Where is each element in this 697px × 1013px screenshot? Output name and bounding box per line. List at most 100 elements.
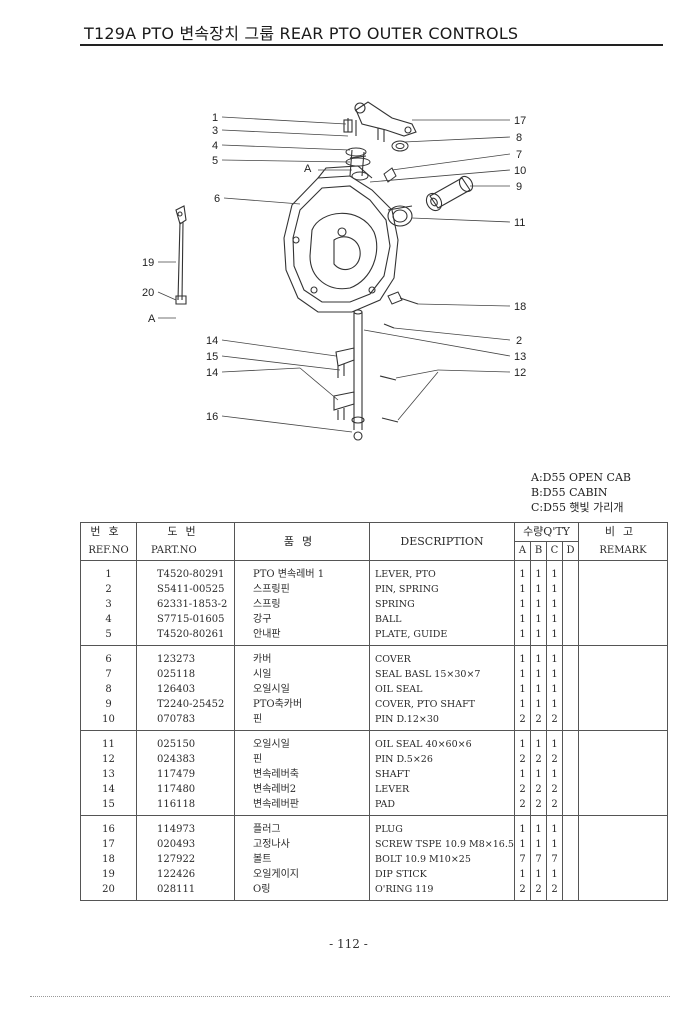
qty-c-cell: 1 <box>546 645 563 667</box>
part-no-cell: 62331-1853-2 <box>136 597 235 612</box>
qty-d-cell <box>561 560 580 582</box>
remark-cell <box>578 730 669 752</box>
part-name-ko-cell: 오일시일 <box>234 730 370 752</box>
qty-col-d: D <box>561 541 580 561</box>
qty-b-cell: 1 <box>530 560 547 582</box>
remark-cell <box>578 782 669 797</box>
part-name-ko-cell: 오일게이지 <box>234 867 370 882</box>
qty-a-cell: 1 <box>514 815 531 837</box>
ref-no-cell: 12 <box>80 752 137 767</box>
qty-b-cell: 1 <box>530 697 547 712</box>
description-cell: DIP STICK <box>369 867 515 882</box>
part-no-cell: 114973 <box>136 815 235 837</box>
callout-label: 4 <box>212 140 218 152</box>
part-name-ko-cell: 안내판 <box>234 627 370 646</box>
part-no-cell: 070783 <box>136 712 235 731</box>
callout-label: 16 <box>206 411 218 423</box>
part-name-ko-cell: 강구 <box>234 612 370 627</box>
parts-table: 번호 도번 품명 DESCRIPTION 수량Q'TY 비고 REF.NO PA… <box>80 522 669 901</box>
qty-c-cell: 1 <box>546 560 563 582</box>
remark-header-en: REMARK <box>578 541 669 561</box>
remark-cell <box>578 645 669 667</box>
qty-c-cell: 2 <box>546 797 563 816</box>
ref-no-cell: 2 <box>80 582 137 597</box>
callout-label: 19 <box>142 257 154 269</box>
part-no-cell: 123273 <box>136 645 235 667</box>
remark-cell <box>578 697 669 712</box>
qty-a-cell: 1 <box>514 612 531 627</box>
remark-cell <box>578 627 669 646</box>
ref-no-cell: 11 <box>80 730 137 752</box>
legend-item: C:D55 햇빛 가리개 <box>531 501 624 514</box>
callout-label: 11 <box>514 217 525 229</box>
part-name-ko-cell: 플러그 <box>234 815 370 837</box>
qty-a-cell: 1 <box>514 837 531 852</box>
qty-b-cell: 1 <box>530 645 547 667</box>
callout-label: 17 <box>514 115 526 127</box>
qty-b-cell: 2 <box>530 882 547 901</box>
description-cell: PLUG <box>369 815 515 837</box>
description-cell: PIN, SPRING <box>369 582 515 597</box>
qty-c-cell: 2 <box>546 712 563 731</box>
legend-item: A:D55 OPEN CAB <box>531 471 631 484</box>
qty-d-cell <box>561 837 580 852</box>
qty-b-cell: 2 <box>530 752 547 767</box>
qty-d-cell <box>561 797 580 816</box>
callout-label: 18 <box>514 301 526 313</box>
qty-a-cell: 1 <box>514 767 531 782</box>
description-cell: PIN D.12×30 <box>369 712 515 731</box>
remark-cell <box>578 712 669 731</box>
callout-label: 20 <box>142 287 154 299</box>
remark-cell <box>578 582 669 597</box>
dipstick-drawing <box>175 205 187 305</box>
qty-b-cell: 1 <box>530 597 547 612</box>
remark-cell <box>578 752 669 767</box>
part-name-ko-cell: 핀 <box>234 712 370 731</box>
part-no-cell: 025118 <box>136 667 235 682</box>
ref-no-cell: 4 <box>80 612 137 627</box>
callout-label: 2 <box>516 335 522 347</box>
qty-a-cell: 7 <box>514 852 531 867</box>
part-name-ko-cell: 변속레버판 <box>234 797 370 816</box>
scan-footer-line <box>30 996 670 1000</box>
part-name-ko-cell: 변속레버2 <box>234 782 370 797</box>
description-cell: SEAL BASL 15×30×7 <box>369 667 515 682</box>
qty-a-cell: 1 <box>514 627 531 646</box>
description-cell: PLATE, GUIDE <box>369 627 515 646</box>
qty-b-cell: 1 <box>530 627 547 646</box>
qty-a-cell: 1 <box>514 697 531 712</box>
housing-cover-drawing <box>283 149 399 313</box>
qty-d-cell <box>561 667 580 682</box>
qty-b-cell: 1 <box>530 815 547 837</box>
qty-a-cell: 2 <box>514 882 531 901</box>
right-leader-lines <box>363 119 511 421</box>
qty-b-cell: 2 <box>530 712 547 731</box>
qty-header: 수량Q'TY <box>513 522 580 542</box>
remark-cell <box>578 612 669 627</box>
part-name-ko-cell: 변속레버축 <box>234 767 370 782</box>
remark-cell <box>578 882 669 901</box>
qty-a-cell: 1 <box>514 645 531 667</box>
remark-cell <box>578 797 669 816</box>
description-cell: PAD <box>369 797 515 816</box>
qty-b-cell: 2 <box>530 797 547 816</box>
ref-no-cell: 18 <box>80 852 137 867</box>
part-no-cell: S7715-01605 <box>136 612 235 627</box>
part-no-cell: 028111 <box>136 882 235 901</box>
qty-c-cell: 1 <box>546 815 563 837</box>
part-no-cell: 117479 <box>136 767 235 782</box>
ref-no-cell: 7 <box>80 667 137 682</box>
qty-b-cell: 1 <box>530 582 547 597</box>
qty-c-cell: 2 <box>546 782 563 797</box>
qty-a-cell: 2 <box>514 782 531 797</box>
ref-header-ko: 번호 <box>80 522 137 542</box>
qty-col-c: C <box>546 541 563 561</box>
qty-d-cell <box>561 697 580 712</box>
bolt-drawing <box>387 291 419 305</box>
